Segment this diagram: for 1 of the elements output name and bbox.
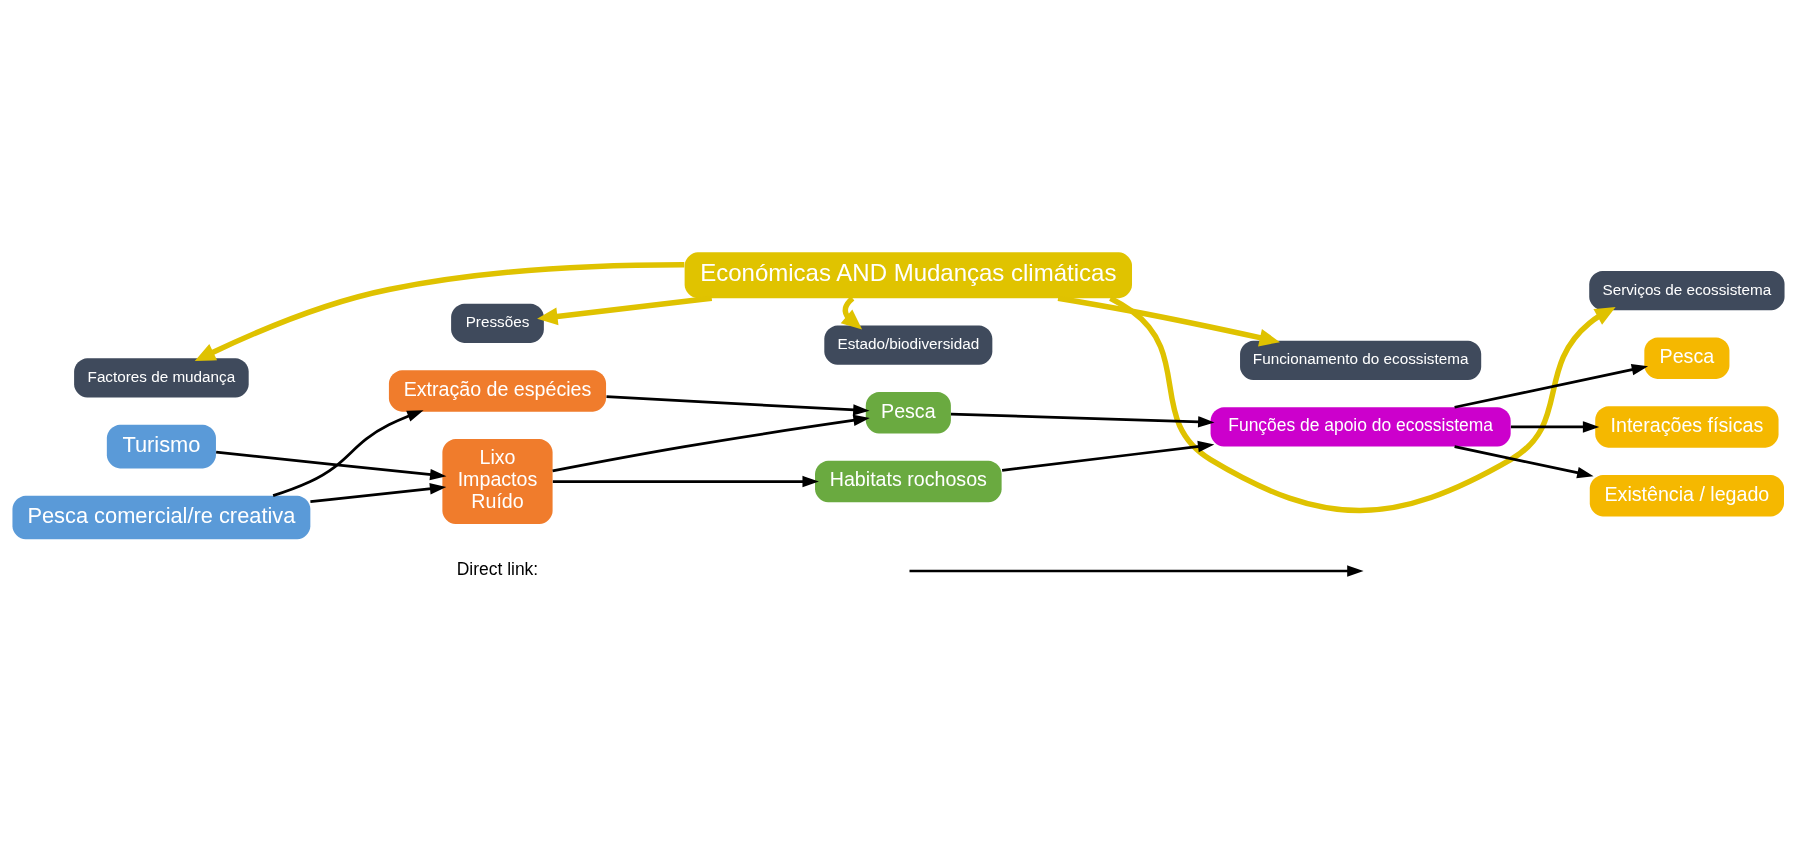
legend-label: Direct link: — [456, 559, 539, 580]
